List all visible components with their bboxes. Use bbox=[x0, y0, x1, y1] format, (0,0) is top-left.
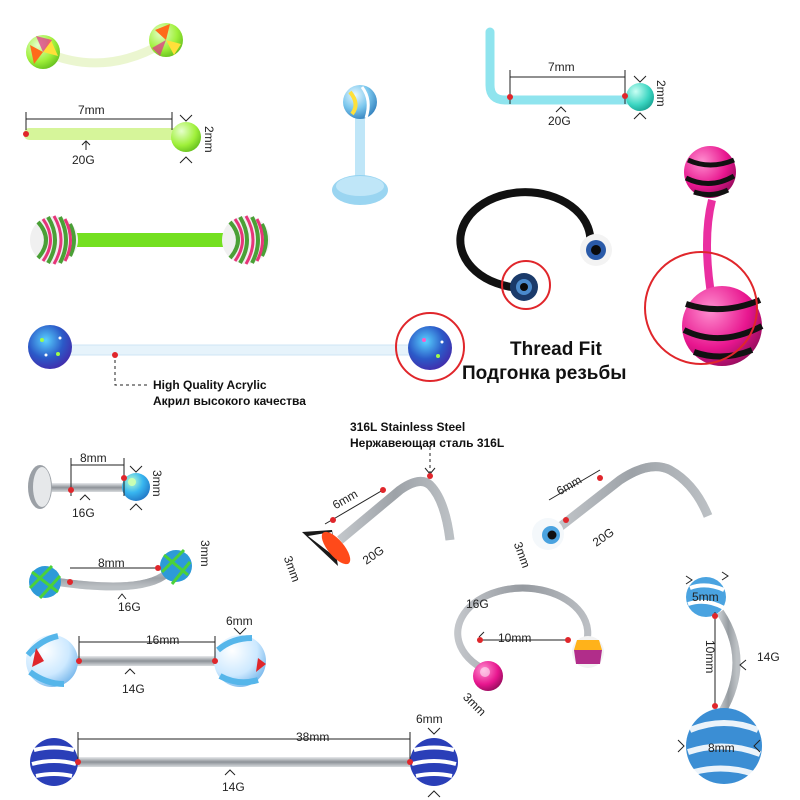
steel-barbell-16mm bbox=[25, 627, 266, 687]
p8-length-label: 8mm bbox=[80, 451, 107, 465]
p11-length-label: 38mm bbox=[296, 730, 330, 744]
flat-back-labret bbox=[28, 458, 150, 511]
p11-gauge-label: 14G bbox=[222, 780, 245, 794]
galaxy-acrylic-barbell bbox=[28, 312, 465, 386]
p8-ball-label: 3mm bbox=[150, 470, 164, 497]
p9-ball-label: 3mm bbox=[198, 540, 212, 567]
steel-note-ru: Нержавеющая сталь 316L bbox=[350, 436, 505, 450]
steel-note-en: 316L Stainless Steel bbox=[350, 420, 466, 434]
p15-gauge-label: 14G bbox=[757, 650, 780, 664]
curved-acrylic-barbell bbox=[26, 23, 183, 69]
p2-gauge-label: 20G bbox=[72, 153, 95, 167]
p14-diameter-label: 10mm bbox=[498, 631, 532, 645]
p10-length-label: 16mm bbox=[146, 633, 180, 647]
black-horseshoe-ring bbox=[456, 188, 612, 310]
p11-ball-label: 6mm bbox=[416, 712, 443, 726]
steel-horseshoe-ring bbox=[454, 584, 604, 691]
p10-gauge-label: 14G bbox=[122, 682, 145, 696]
p14-gauge-label: 16G bbox=[466, 597, 489, 611]
striped-ball-barbell bbox=[30, 215, 270, 265]
p15-ball-bottom-label: 8mm bbox=[708, 741, 735, 755]
blue-belly-ring bbox=[677, 571, 762, 784]
p5-ball-label: 2mm bbox=[654, 80, 668, 107]
nose-screw-cone bbox=[302, 447, 455, 566]
p5-length-label: 7mm bbox=[548, 60, 575, 74]
p9-length-label: 8mm bbox=[98, 556, 125, 570]
acrylic-note-ru: Акрил высокого качества bbox=[153, 394, 306, 408]
p2-ball-label: 2mm bbox=[202, 126, 216, 153]
blue-labret-stud bbox=[332, 85, 388, 205]
industrial-barbell-38mm bbox=[30, 727, 458, 798]
p10-ball-label: 6mm bbox=[226, 614, 253, 628]
l-shaped-nose-stud bbox=[485, 27, 654, 120]
nose-screw-eye bbox=[532, 462, 713, 550]
thread-fit-subtitle: Подгонка резьбы bbox=[462, 363, 627, 384]
p2-length-label: 7mm bbox=[78, 103, 105, 117]
p9-gauge-label: 16G bbox=[118, 600, 141, 614]
p8-gauge-label: 16G bbox=[72, 506, 95, 520]
pink-belly-ring bbox=[644, 146, 764, 366]
thread-fit-title: Thread Fit bbox=[510, 339, 602, 360]
p15-ball-top-label: 5mm bbox=[692, 590, 719, 604]
curved-steel-barbell bbox=[28, 548, 192, 600]
green-acrylic-bar bbox=[23, 112, 201, 164]
p15-length-label: 10mm bbox=[703, 640, 717, 674]
p5-gauge-label: 20G bbox=[548, 114, 571, 128]
acrylic-note-en: High Quality Acrylic bbox=[153, 378, 267, 392]
